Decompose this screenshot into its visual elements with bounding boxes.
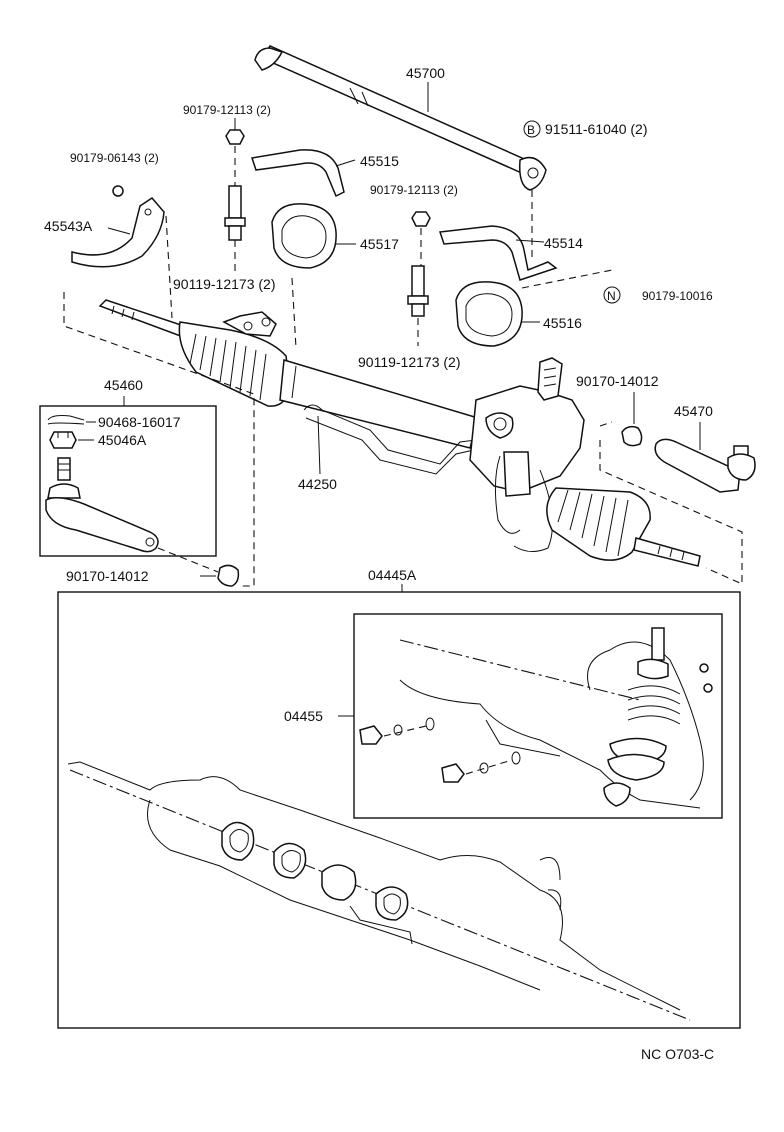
bolt-90119-12173-b	[407, 265, 429, 317]
part-45700-tube	[254, 45, 547, 191]
nut-90179-06143	[112, 185, 124, 197]
label-45700: 45700	[406, 65, 445, 81]
tie-rod-end-45470	[654, 438, 756, 493]
svg-text:B: B	[527, 123, 535, 137]
bushing-45517	[271, 203, 337, 269]
label-90170-14012-a: 90170-14012	[66, 568, 149, 584]
label-45470: 45470	[674, 403, 713, 419]
leader-bolt-a-to-rack	[291, 277, 297, 349]
label-45516: 45516	[543, 315, 582, 331]
svg-text:N: N	[607, 289, 616, 303]
label-45515: 45515	[360, 153, 399, 169]
nut-90170-14012-a	[217, 564, 240, 587]
diagram-code: NC O703-C	[641, 1046, 714, 1062]
bushing-45516	[455, 281, 523, 347]
leader-45514	[515, 239, 545, 243]
leader-right-top	[599, 421, 613, 427]
steering-rack-assembly	[98, 299, 701, 567]
leader-rack-left-outline	[63, 292, 255, 587]
nut-90179-12113-a	[225, 118, 245, 145]
leader-rack-right-outline	[599, 440, 743, 585]
label-45514: 45514	[544, 235, 583, 251]
label-90179-12113-b: 90179-12113 (2)	[370, 183, 458, 197]
bracket-45515	[251, 149, 345, 198]
box-04455	[353, 613, 723, 819]
label-44250: 44250	[298, 476, 337, 492]
bolt-90119-12173-a	[224, 185, 246, 241]
bracket-45514	[438, 225, 558, 281]
label-90468-16017: 90468-16017	[98, 414, 181, 430]
label-90119-12173-b: 90119-12173 (2)	[358, 354, 460, 370]
label-04445A: 04445A	[368, 567, 417, 583]
label-90179-12113-a: 90179-12113 (2)	[183, 103, 271, 117]
nut-90170-14012-b	[621, 425, 643, 447]
label-45517: 45517	[360, 236, 399, 252]
bracket-45543A	[71, 197, 165, 268]
label-45460: 45460	[104, 377, 143, 393]
leader-90179-10016	[521, 269, 613, 289]
label-45046A: 45046A	[98, 432, 147, 448]
box-45460	[39, 405, 217, 557]
label-90119-12173-a: 90119-12173 (2)	[173, 276, 275, 292]
seal-kit-small-parts	[359, 717, 521, 783]
leader-44250	[317, 415, 321, 475]
valve-housing-ghost	[399, 627, 713, 809]
label-04455: 04455	[284, 708, 323, 724]
leader-45543A	[107, 227, 131, 235]
label-90179-06143: 90179-06143 (2)	[70, 151, 159, 165]
label-91511-61040: 91511-61040 (2)	[545, 121, 647, 137]
label-90179-10016: 90179-10016	[642, 289, 713, 303]
leader-45515	[335, 159, 356, 167]
label-45543A: 45543A	[44, 218, 93, 234]
leader-45543A-dash	[165, 215, 173, 319]
marker-n: N	[603, 286, 621, 304]
tie-rod-end-left	[45, 457, 159, 553]
marker-b: B	[523, 120, 541, 138]
seal-rings	[221, 821, 409, 921]
castle-nut-45046A	[49, 431, 77, 449]
nut-90179-12113-b	[411, 211, 431, 227]
leader-tie-rod-left	[157, 547, 219, 573]
box-04445A	[57, 591, 741, 1029]
label-90170-14012-b: 90170-14012	[576, 373, 659, 389]
cotter-pin-90468	[47, 415, 85, 425]
